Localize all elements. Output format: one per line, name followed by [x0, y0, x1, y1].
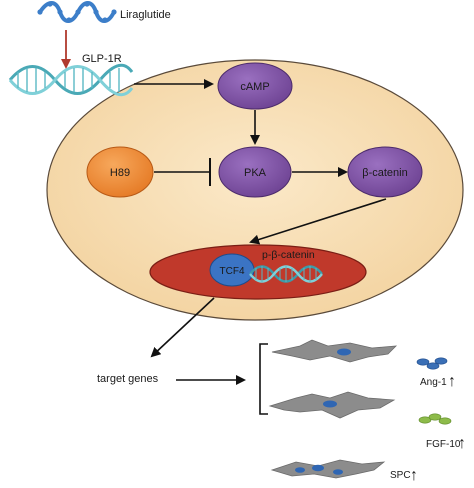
ang1-up-arrow: ↑	[448, 373, 456, 390]
p-beta-catenin-label: p-β-catenin	[262, 249, 315, 261]
p-beta-catenin-dna-icon	[249, 265, 323, 283]
nucleus	[149, 244, 367, 300]
cells-bracket	[259, 343, 268, 415]
h89-label: H89	[110, 167, 130, 179]
fgf10-label: FGF-10	[426, 439, 461, 450]
lung-cell-3-icon	[270, 459, 386, 479]
glp1r-label: GLP-1R	[82, 53, 122, 65]
fgf10-molecule-icon	[418, 413, 452, 425]
fgf10-up-arrow: ↑	[458, 435, 466, 452]
h89-inhibits-pka	[154, 158, 211, 186]
ang1-label: Ang-1	[420, 377, 447, 388]
lung-cell-2-icon	[268, 391, 396, 419]
nucleus-to-target-genes-arrow	[150, 297, 215, 358]
spc-label: SPC	[390, 470, 411, 481]
target-genes-label: target genes	[97, 373, 159, 385]
liraglutide-label: Liraglutide	[120, 9, 171, 21]
beta-catenin-node	[347, 146, 423, 198]
camp-label: cAMP	[240, 81, 269, 93]
lung-cell-1-icon	[271, 339, 398, 363]
beta-catenin-to-nucleus-arrow	[249, 198, 387, 245]
pka-node	[218, 146, 292, 198]
h89-node	[86, 146, 154, 198]
ang1-molecule-icon	[416, 357, 448, 370]
beta-catenin-label: β-catenin	[362, 167, 407, 179]
tcf4-label: TCF4	[220, 266, 245, 277]
glp1r-receptor-icon	[8, 63, 134, 97]
liraglutide-peptide-icon	[37, 1, 117, 23]
camp-node	[217, 62, 293, 110]
pka-label: PKA	[244, 167, 267, 179]
spc-up-arrow: ↑	[410, 467, 418, 484]
